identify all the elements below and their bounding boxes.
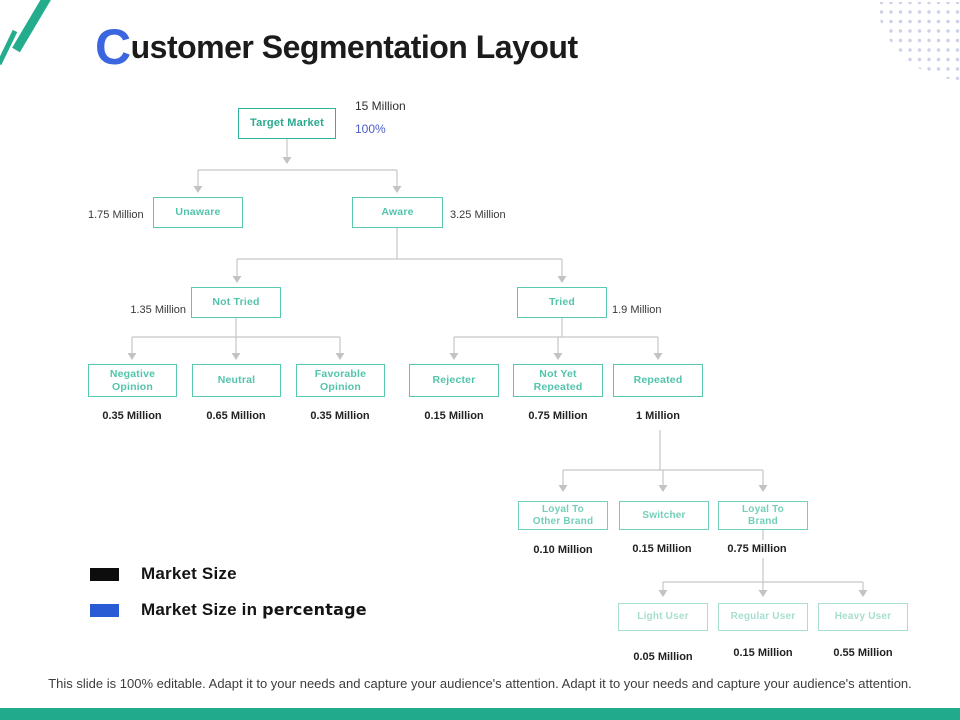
value-repeated: 1 Million (636, 410, 680, 422)
value-loyal-to-brand: 0.75 Million (727, 543, 787, 555)
legend-item-market-size: Market Size (90, 564, 367, 584)
legend-item-market-size-percentage: Market Size in percentage (90, 600, 367, 620)
value-tried: 1.9 Million (612, 304, 662, 316)
percentage-label-tail: percentage (262, 600, 367, 619)
value-light-user: 0.05 Million (633, 651, 693, 663)
value-not-yet-repeated: 0.75 Million (528, 410, 588, 422)
value-regular-user: 0.15 Million (733, 647, 793, 659)
value-rejecter: 0.15 Million (424, 410, 484, 422)
node-aware: Aware (352, 197, 443, 228)
node-negative-opinion: Negative Opinion (88, 364, 177, 397)
node-loyal-to-other-brand: Loyal To Other Brand (518, 501, 608, 530)
market-size-label: Market Size (141, 564, 237, 583)
node-tried: Tried (517, 287, 607, 318)
market-size-percentage-label: Market Size in percentage (141, 600, 367, 620)
value-neutral: 0.65 Million (206, 410, 266, 422)
node-not-yet-repeated: Not Yet Repeated (513, 364, 603, 397)
title-initial: C (95, 19, 131, 75)
node-light-user: Light User (618, 603, 708, 631)
market-size-percentage-swatch (90, 603, 119, 617)
node-not-tried: Not Tried (191, 287, 281, 318)
legend: Market Size Market Size in percentage (90, 564, 367, 636)
root-market-size: 15 Million (355, 99, 406, 113)
value-negative-opinion: 0.35 Million (102, 410, 162, 422)
node-unaware: Unaware (153, 197, 243, 228)
node-heavy-user: Heavy User (818, 603, 908, 631)
value-heavy-user: 0.55 Million (833, 647, 893, 659)
value-loyal-to-other-brand: 0.10 Million (533, 544, 593, 556)
node-neutral: Neutral (192, 364, 281, 397)
node-loyal-to-brand: Loyal To Brand (718, 501, 808, 530)
bottom-accent-bar (0, 708, 960, 720)
page-title: Customer Segmentation Layout (95, 22, 578, 72)
value-aware: 3.25 Million (450, 209, 506, 221)
root-market-percent: 100% (355, 122, 386, 136)
value-switcher: 0.15 Million (632, 543, 692, 555)
node-favorable-opinion: Favorable Opinion (296, 364, 385, 397)
market-size-swatch (90, 567, 119, 581)
node-rejecter: Rejecter (409, 364, 499, 397)
value-favorable-opinion: 0.35 Million (310, 410, 370, 422)
node-switcher: Switcher (619, 501, 709, 530)
title-rest: ustomer Segmentation Layout (130, 29, 579, 65)
node-regular-user: Regular User (718, 603, 808, 631)
percentage-label-bold: Market Size in (141, 600, 258, 619)
value-not-tried: 1.35 Million (130, 304, 186, 316)
value-unaware: 1.75 Million (88, 209, 144, 221)
node-repeated: Repeated (613, 364, 703, 397)
footer-note: This slide is 100% editable. Adapt it to… (48, 676, 912, 691)
node-target-market: Target Market (238, 108, 336, 139)
